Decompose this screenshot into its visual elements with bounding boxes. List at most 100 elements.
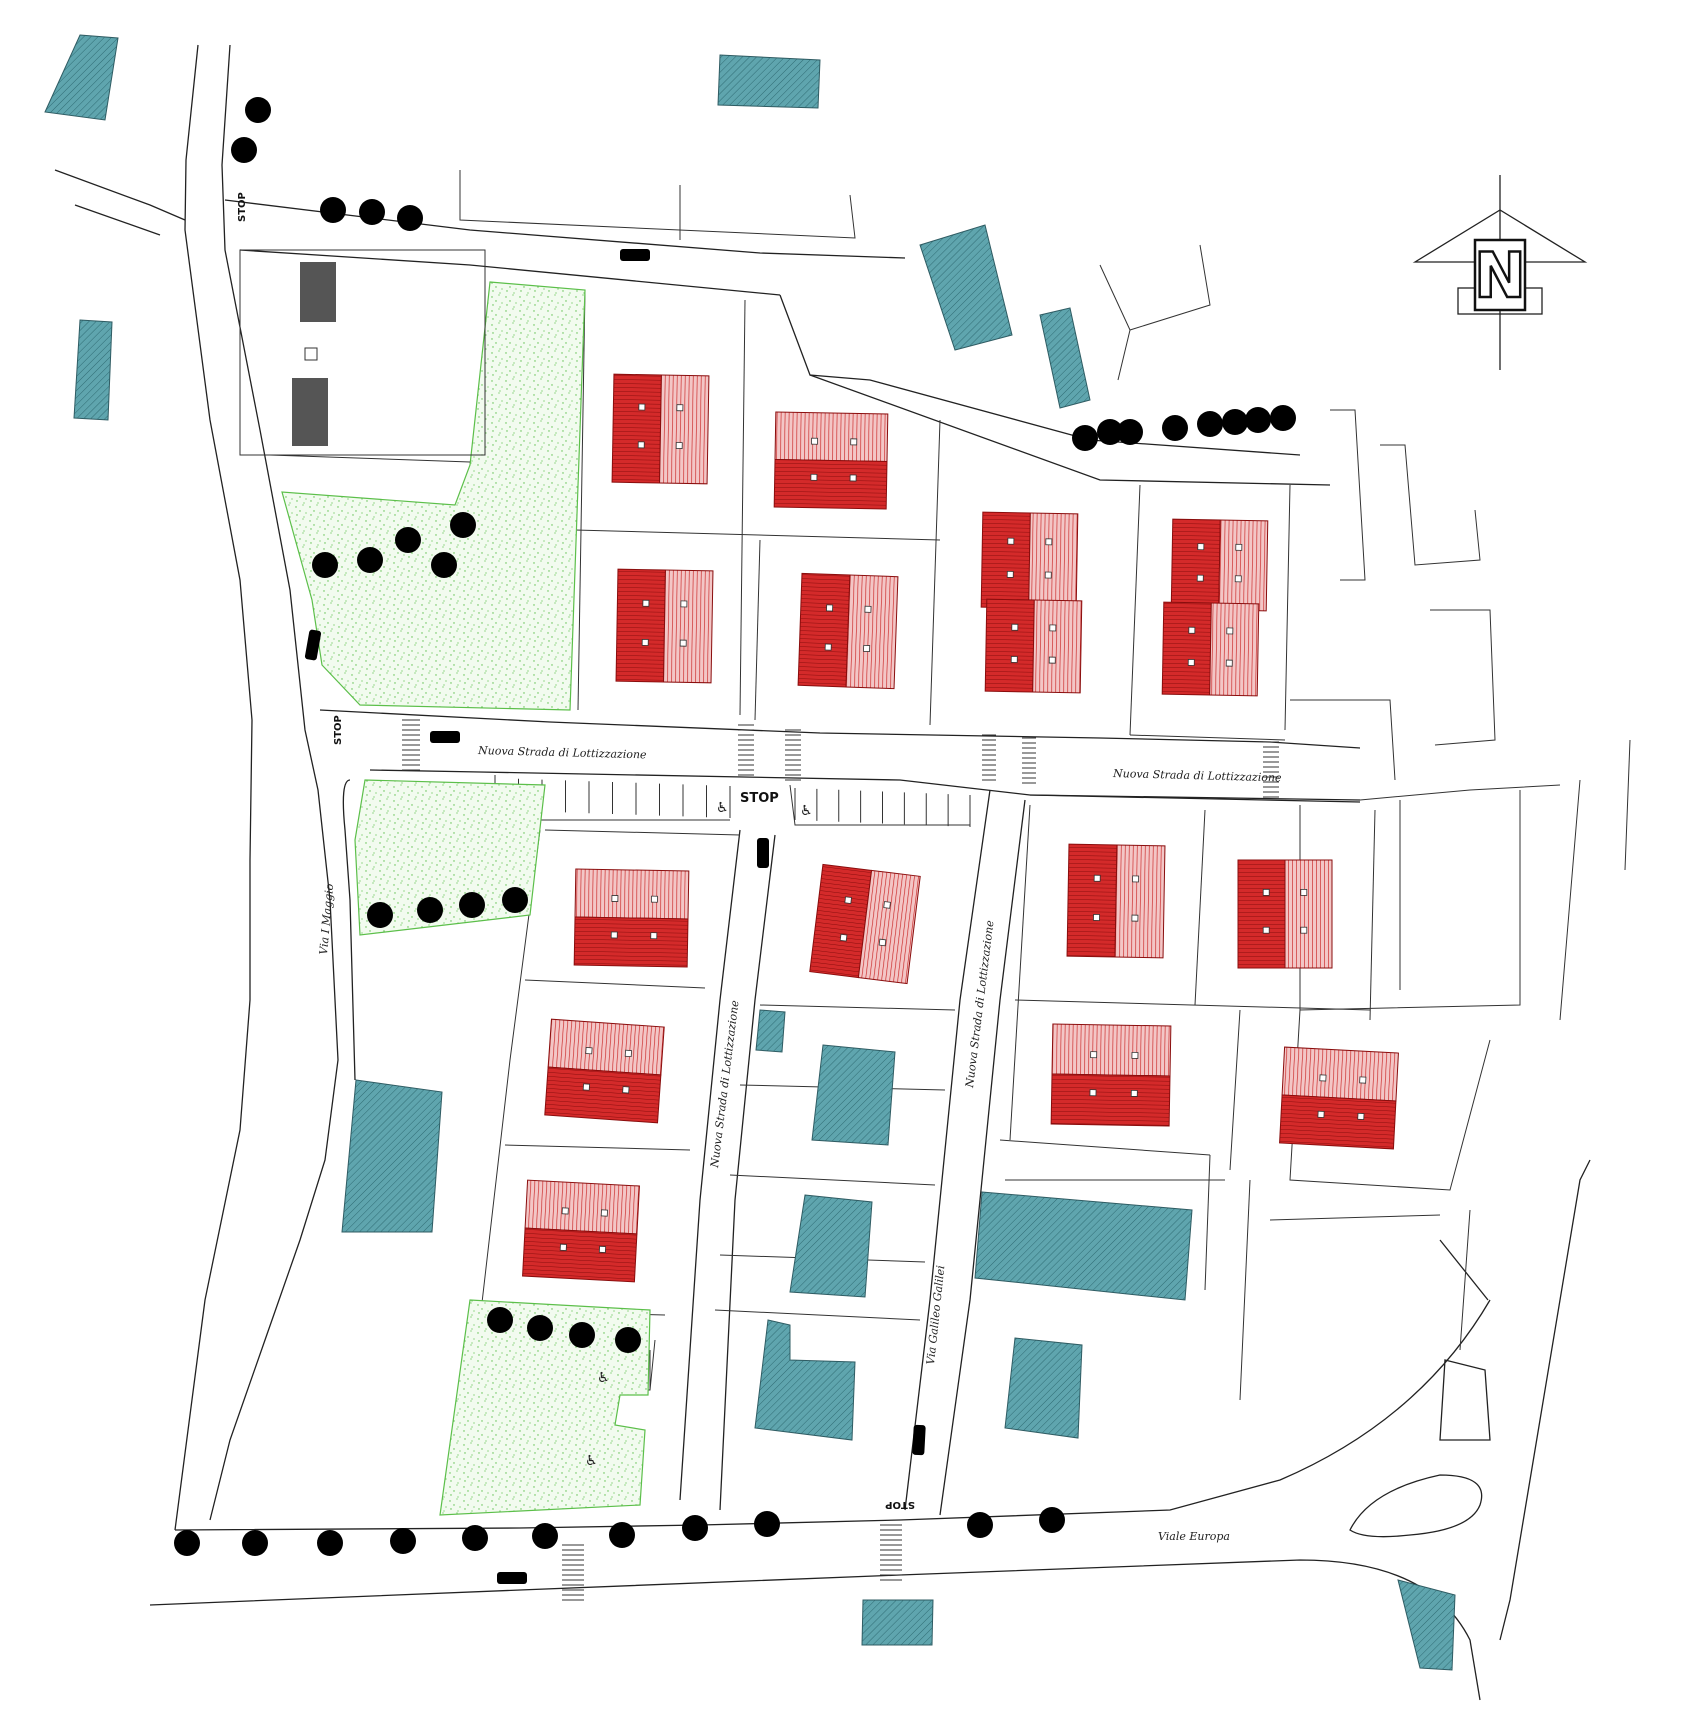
existing-building: [73, 319, 113, 421]
new-building: [573, 868, 690, 968]
stop-sign: STOP: [740, 791, 779, 806]
skylight: [1319, 1074, 1327, 1082]
accessible-parking: ♿ ♿ ♿ ♿: [585, 800, 813, 1469]
new-building: [1161, 601, 1260, 697]
roof-half: [984, 598, 1035, 693]
tree-icon: [317, 1530, 343, 1556]
skylight: [642, 599, 650, 607]
car-icon: [497, 1572, 527, 1584]
new-building: [773, 411, 889, 510]
new-building: [980, 511, 1079, 610]
roof-half: [1209, 602, 1260, 697]
roof-half: [1032, 599, 1083, 694]
tree-icon: [242, 1530, 268, 1556]
existing-building: [1039, 307, 1091, 409]
roof-half: [1218, 519, 1269, 612]
stop-sign: STOP: [333, 715, 344, 745]
roof-half: [1051, 1023, 1172, 1077]
existing-building: [861, 1599, 934, 1646]
skylight: [611, 895, 619, 902]
roof-half: [1066, 843, 1118, 958]
skylight: [1089, 1089, 1097, 1097]
street-label-nuova-strada-north-east: Nuova Strada di Lottizzazione: [1112, 767, 1282, 784]
roof-half: [1170, 518, 1221, 611]
tree-icon: [367, 902, 393, 928]
tree-icon: [527, 1315, 553, 1341]
skylight: [622, 1086, 630, 1094]
wheelchair-icon: ♿: [597, 1370, 610, 1386]
skylight: [824, 643, 832, 651]
roof-half: [659, 374, 710, 485]
tree-icon: [359, 199, 385, 225]
roof-half: [547, 1018, 665, 1076]
zebra-crossing: [402, 719, 420, 771]
roof-half: [1050, 1073, 1171, 1127]
car-icon: [620, 249, 650, 261]
skylight: [1300, 889, 1308, 896]
skylight: [826, 604, 834, 612]
tree-icon: [390, 1528, 416, 1554]
skylight: [1197, 543, 1205, 551]
skylight: [1300, 926, 1308, 934]
new-building: [544, 1018, 665, 1124]
skylight: [559, 1243, 567, 1251]
zebra-crossing: [1263, 741, 1279, 798]
skylight: [680, 600, 688, 608]
skylight: [1011, 623, 1019, 631]
roof-half: [611, 373, 662, 484]
new-building: [809, 863, 921, 985]
skylight: [1044, 571, 1052, 579]
stop-sign: STOP: [885, 1499, 915, 1510]
road-network: [54, 44, 1631, 1701]
skylight: [1093, 914, 1100, 921]
existing-building: [919, 224, 1013, 351]
skylight: [600, 1209, 608, 1217]
tree-icon: [502, 887, 528, 913]
tree-icon: [395, 527, 421, 553]
skylight: [1262, 889, 1270, 896]
skylight: [1359, 1076, 1367, 1084]
zebra-crossings: [402, 719, 1279, 1601]
tree-icon: [357, 547, 383, 573]
zebra-crossing: [1022, 737, 1036, 784]
existing-building: [754, 1319, 856, 1441]
stop-sign: STOP: [237, 192, 248, 222]
skylight: [839, 933, 848, 942]
skylight: [811, 437, 818, 445]
tree-icon: [231, 137, 257, 163]
skylight: [1188, 626, 1196, 634]
dark-stripe-upper: [300, 262, 336, 322]
stop-signs: STOP STOP STOP STOP: [237, 192, 915, 1510]
skylight: [582, 1083, 591, 1091]
skylight: [637, 441, 645, 449]
skylight: [1010, 656, 1018, 663]
tree-icon: [397, 205, 423, 231]
skylight: [1225, 659, 1233, 667]
skylight: [676, 404, 684, 412]
skylight: [1226, 627, 1234, 635]
skylight: [1007, 537, 1015, 545]
skylight: [850, 438, 858, 446]
car-icon: [912, 1424, 926, 1456]
roof-half: [1161, 601, 1212, 696]
existing-building: [1397, 1579, 1456, 1671]
tree-icon: [1117, 419, 1143, 445]
roof-half: [1279, 1094, 1397, 1150]
tree-icon: [1222, 409, 1248, 435]
street-label-via-i-maggio: Via I Maggio: [317, 883, 336, 955]
tree-icon: [1197, 411, 1223, 437]
car-icon: [757, 838, 769, 868]
roof-half: [857, 869, 921, 985]
skylight: [1093, 874, 1101, 882]
existing-building: [717, 54, 821, 109]
skylight: [1187, 659, 1195, 666]
tree-icon: [967, 1512, 993, 1538]
roof-half: [797, 572, 851, 688]
existing-building: [341, 1079, 443, 1233]
zebra-crossing: [562, 1544, 584, 1601]
skylight: [1317, 1110, 1325, 1118]
north-facility: [239, 249, 486, 463]
skylight: [679, 639, 687, 647]
roof-half: [615, 568, 666, 683]
roof-half: [980, 511, 1031, 609]
